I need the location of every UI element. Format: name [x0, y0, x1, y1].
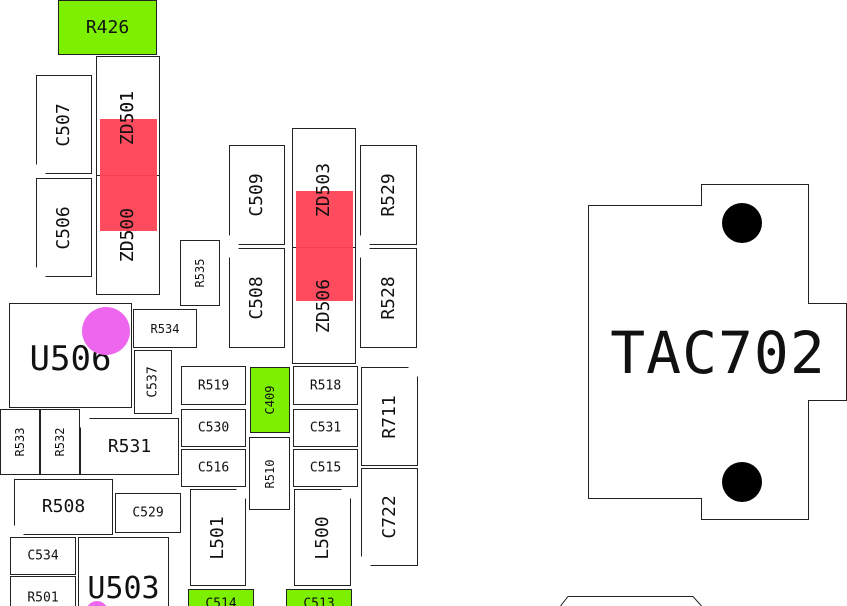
component-label: C516 [197, 460, 230, 476]
component-label: R535 [193, 258, 207, 288]
component-label: C534 [27, 548, 59, 564]
component-c515[interactable]: C515 [293, 449, 358, 487]
component-r518[interactable]: R518 [293, 366, 358, 405]
component-label: C409 [263, 385, 277, 415]
component-u503[interactable]: U503 [78, 537, 169, 606]
component-r534[interactable]: R534 [133, 309, 197, 348]
component-zd506-label-overlay: ZD506 [313, 278, 334, 333]
component-label: R426 [85, 16, 130, 38]
component-label: R711 [378, 394, 400, 439]
component-r508[interactable]: R508 [14, 479, 113, 535]
component-r531[interactable]: R531 [80, 418, 179, 475]
component-zd503-label-overlay: ZD503 [313, 163, 334, 218]
component-r533[interactable]: R533 [0, 409, 40, 475]
component-tac702-outline[interactable] [587, 184, 847, 521]
component-label: C722 [378, 495, 400, 539]
partial-component-outline [560, 596, 702, 606]
component-label: R529 [377, 173, 399, 217]
component-label: R518 [309, 378, 342, 393]
component-label: TAC702 [610, 319, 826, 387]
component-r510[interactable]: R510 [249, 437, 290, 510]
mounting-hole-icon [722, 462, 762, 502]
component-label: R531 [107, 435, 152, 457]
component-label: C507 [53, 102, 74, 147]
mounting-hole-icon [722, 203, 762, 243]
pin1-marker [82, 307, 130, 355]
component-r535[interactable]: R535 [180, 240, 220, 306]
component-label: R528 [377, 276, 399, 320]
component-r711[interactable]: R711 [361, 367, 418, 466]
component-r426[interactable]: R426 [58, 0, 157, 55]
component-c530[interactable]: C530 [181, 409, 246, 447]
component-r529[interactable]: R529 [360, 145, 417, 245]
component-c531[interactable]: C531 [293, 409, 358, 447]
component-l500[interactable]: L500 [294, 489, 351, 586]
component-label: C529 [132, 505, 164, 521]
component-label: C506 [53, 205, 74, 250]
component-tac702-label-box: TAC702 [588, 305, 847, 401]
component-label: R510 [262, 459, 277, 488]
component-label: U503 [87, 571, 160, 606]
component-c516[interactable]: C516 [181, 449, 246, 487]
component-label: L500 [311, 515, 333, 560]
component-label: C513 [303, 596, 335, 606]
component-c509[interactable]: C509 [229, 145, 285, 245]
component-label: C508 [246, 276, 267, 320]
red-pad [296, 191, 353, 301]
component-label: R533 [13, 427, 27, 457]
component-label: C515 [309, 460, 342, 476]
red-pad [100, 119, 157, 231]
component-c514[interactable]: C514 [188, 589, 254, 606]
component-label: C509 [246, 173, 267, 217]
component-c507[interactable]: C507 [36, 75, 92, 174]
component-c409[interactable]: C409 [250, 367, 290, 433]
component-c534[interactable]: C534 [10, 537, 76, 575]
component-c513[interactable]: C513 [286, 589, 352, 606]
component-label: C531 [309, 420, 342, 436]
component-label: C537 [145, 366, 161, 398]
component-label: R508 [41, 496, 86, 517]
component-c529[interactable]: C529 [115, 493, 181, 533]
component-l501[interactable]: L501 [190, 489, 246, 586]
component-r528[interactable]: R528 [360, 248, 417, 348]
component-c508[interactable]: C508 [229, 248, 285, 348]
component-label: C530 [197, 420, 230, 436]
component-label: R501 [27, 590, 59, 606]
component-label: R532 [53, 427, 67, 457]
component-c537[interactable]: C537 [134, 350, 172, 414]
component-c722[interactable]: C722 [361, 468, 418, 566]
component-label: L501 [207, 515, 228, 560]
component-label: R519 [197, 378, 230, 393]
component-r501[interactable]: R501 [10, 576, 76, 606]
component-u506[interactable]: U506 [9, 303, 132, 408]
component-c506[interactable]: C506 [36, 178, 92, 277]
component-label: C514 [205, 596, 237, 606]
component-r532[interactable]: R532 [40, 409, 80, 475]
component-r519[interactable]: R519 [181, 366, 246, 405]
component-label: R534 [150, 321, 180, 336]
pin1-marker [86, 601, 108, 606]
